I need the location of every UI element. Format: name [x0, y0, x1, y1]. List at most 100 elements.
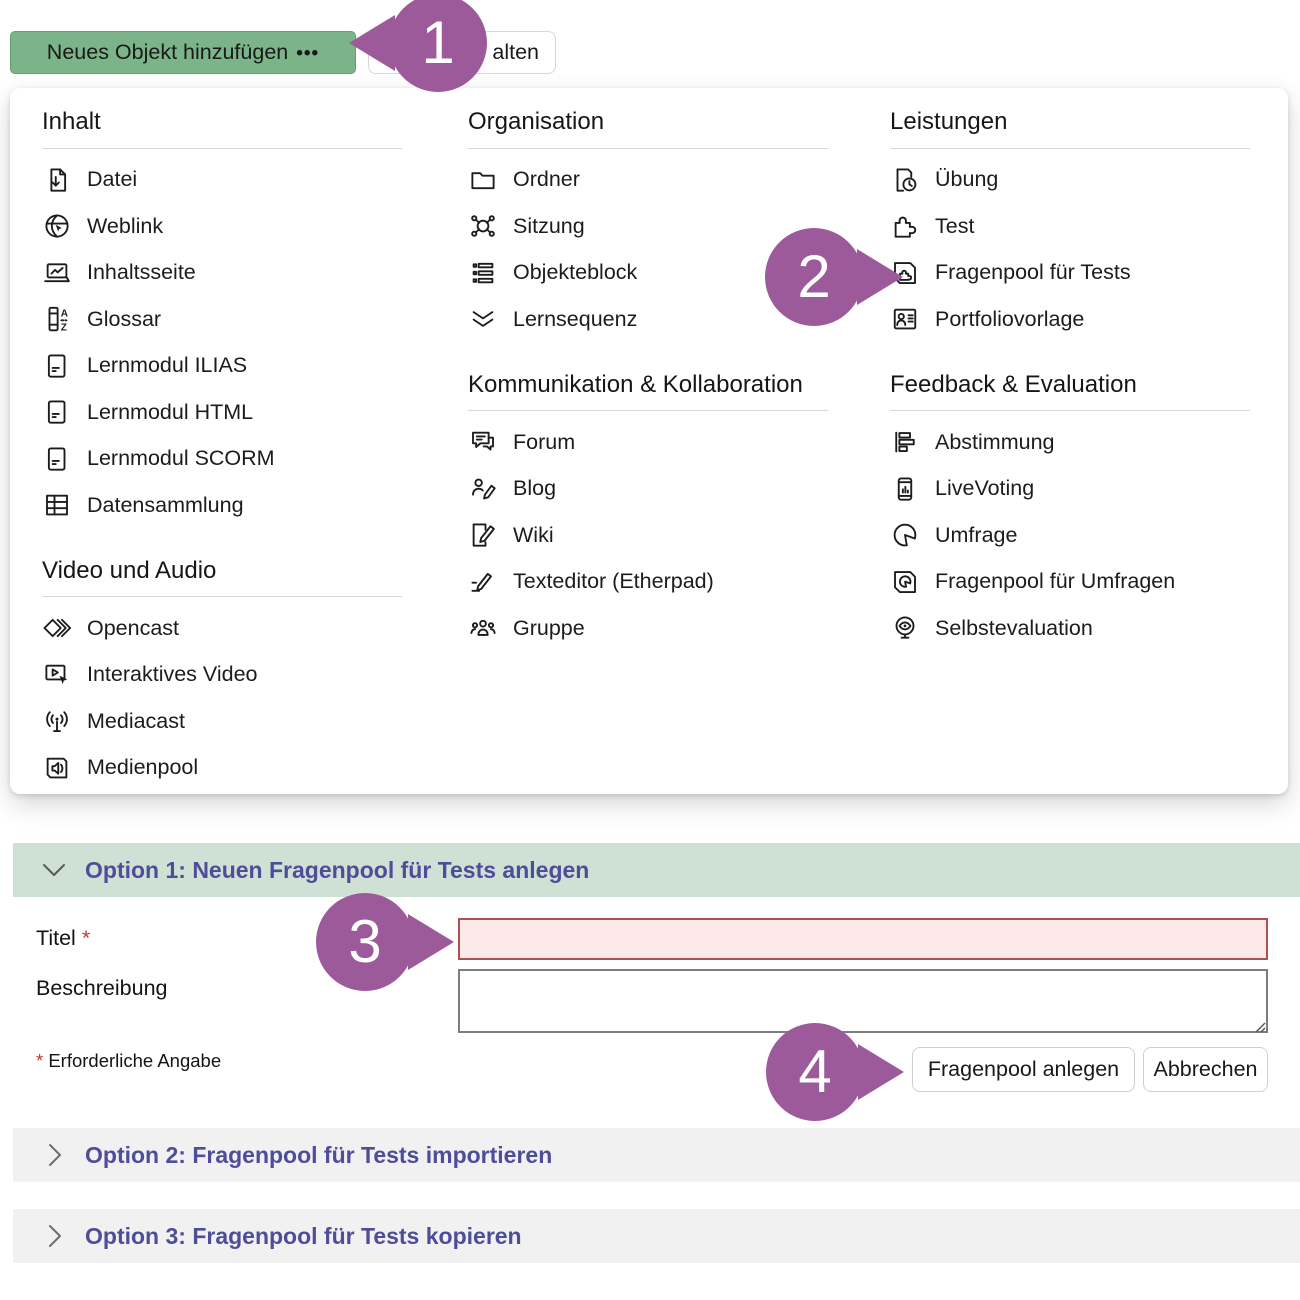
menu-item-label: Blog — [513, 476, 557, 501]
menu-item-weblink[interactable]: Weblink — [42, 203, 410, 250]
menu-section-title: Feedback & Evaluation — [890, 365, 1250, 412]
menu-item-interaktives-video[interactable]: Interaktives Video — [42, 652, 410, 699]
menu-item-abstimmung[interactable]: Abstimmung — [890, 419, 1258, 466]
object-block-icon — [468, 258, 498, 288]
chevron-right-icon — [41, 1142, 67, 1168]
menu-item-label: Objekteblock — [513, 260, 638, 285]
wiki-icon — [468, 520, 498, 550]
menu-item-wiki[interactable]: Wiki — [468, 512, 836, 559]
menu-item-lernmodul-ilias[interactable]: Lernmodul ILIAS — [42, 343, 410, 390]
accordion-option2-header[interactable]: Option 2: Fragenpool für Tests importier… — [13, 1128, 1300, 1182]
menu-item-label: Forum — [513, 429, 576, 454]
file-download-icon — [42, 165, 72, 195]
survey-icon — [890, 520, 920, 550]
learning-module-icon — [42, 444, 72, 474]
menu-item-livevoting[interactable]: LiveVoting — [890, 466, 1258, 513]
menu-item-label: Medienpool — [87, 755, 199, 780]
menu-item-opencast[interactable]: Opencast — [42, 605, 410, 652]
menu-item-datei[interactable]: Datei — [42, 157, 410, 204]
opencast-icon — [42, 613, 72, 643]
accordion-option1-header[interactable]: Option 1: Neuen Fragenpool für Tests anl… — [13, 843, 1300, 897]
menu-item-label: Umfrage — [935, 522, 1018, 547]
description-textarea[interactable] — [458, 969, 1268, 1033]
cancel-button[interactable]: Abbrechen — [1143, 1047, 1268, 1092]
group-icon — [468, 613, 498, 643]
menu-item-label: Texteditor (Etherpad) — [513, 569, 714, 594]
mediacast-icon — [42, 706, 72, 736]
menu-section-title: Leistungen — [890, 102, 1250, 149]
menu-item-texteditor-etherpad[interactable]: Texteditor (Etherpad) — [468, 559, 836, 606]
forum-icon — [468, 427, 498, 457]
data-table-icon — [42, 490, 72, 520]
menu-item-sitzung[interactable]: Sitzung — [468, 203, 836, 250]
menu-item-umfrage[interactable]: Umfrage — [890, 512, 1258, 559]
customize-page-label: alten — [492, 40, 539, 64]
title-input[interactable] — [458, 918, 1268, 960]
menu-item-blog[interactable]: Blog — [468, 466, 836, 513]
menu-item-label: Lernsequenz — [513, 306, 638, 331]
menu-item-lernmodul-scorm[interactable]: Lernmodul SCORM — [42, 436, 410, 483]
menu-item-label: Gruppe — [513, 615, 585, 640]
folder-icon — [468, 165, 498, 195]
menu-item-ordner[interactable]: Ordner — [468, 157, 836, 204]
menu-item-label: Fragenpool für Tests — [935, 260, 1131, 285]
menu-section-title: Kommunikation & Kollaboration — [468, 365, 828, 412]
annotation-marker-1: 1 — [349, 0, 487, 92]
menu-item-label: Test — [935, 213, 975, 238]
menu-item-forum[interactable]: Forum — [468, 419, 836, 466]
menu-item-lernmodul-html[interactable]: Lernmodul HTML — [42, 389, 410, 436]
add-new-object-button[interactable]: Neues Objekt hinzufügen ••• — [10, 31, 356, 74]
menu-item-label: Sitzung — [513, 213, 585, 238]
menu-item-fragenpool-für-tests[interactable]: Fragenpool für Tests — [890, 250, 1258, 297]
description-field-label: Beschreibung — [36, 976, 168, 1000]
learning-sequence-icon — [468, 304, 498, 334]
menu-item-fragenpool-für-umfragen[interactable]: Fragenpool für Umfragen — [890, 559, 1258, 606]
svg-text:A: A — [61, 309, 68, 320]
svg-text:Z: Z — [61, 323, 67, 334]
menu-item-mediacast[interactable]: Mediacast — [42, 698, 410, 745]
menu-item-gruppe[interactable]: Gruppe — [468, 605, 836, 652]
menu-item-selbstevaluation[interactable]: Selbstevaluation — [890, 605, 1258, 652]
accordion-option1-title: Option 1: Neuen Fragenpool für Tests anl… — [85, 856, 590, 883]
menu-item-label: Lernmodul HTML — [87, 399, 254, 424]
menu-section-title: Inhalt — [42, 102, 402, 149]
annotation-marker-2: 2 — [765, 228, 903, 326]
menu-item-datensammlung[interactable]: Datensammlung — [42, 482, 410, 529]
menu-item-übung[interactable]: Übung — [890, 157, 1258, 204]
menu-item-lernsequenz[interactable]: Lernsequenz — [468, 296, 836, 343]
portfolio-template-icon — [890, 304, 920, 334]
menu-item-label: Datei — [87, 167, 138, 192]
menu-item-label: Portfoliovorlage — [935, 306, 1085, 331]
create-question-pool-button[interactable]: Fragenpool anlegen — [912, 1047, 1135, 1092]
menu-item-label: Inhaltsseite — [87, 260, 196, 285]
menu-item-test[interactable]: Test — [890, 203, 1258, 250]
menu-item-label: Interaktives Video — [87, 662, 258, 687]
menu-item-portfoliovorlage[interactable]: Portfoliovorlage — [890, 296, 1258, 343]
menu-item-label: Weblink — [87, 213, 164, 238]
menu-item-medienpool[interactable]: Medienpool — [42, 745, 410, 792]
menu-item-label: Opencast — [87, 615, 180, 640]
menu-item-inhaltsseite[interactable]: Inhaltsseite — [42, 250, 410, 297]
required-field-note: * Erforderliche Angabe — [36, 1050, 222, 1071]
menu-item-label: Mediacast — [87, 708, 185, 733]
menu-item-objekteblock[interactable]: Objekteblock — [468, 250, 836, 297]
title-field-label: Titel * — [36, 926, 91, 950]
blog-icon — [468, 474, 498, 504]
ellipsis-icon: ••• — [296, 42, 320, 64]
menu-section-title: Video und Audio — [42, 551, 402, 598]
required-asterisk: * — [81, 926, 91, 950]
menu-item-label: Lernmodul SCORM — [87, 446, 275, 471]
accordion-option3-header[interactable]: Option 3: Fragenpool für Tests kopieren — [13, 1209, 1300, 1263]
menu-item-label: LiveVoting — [935, 476, 1035, 501]
menu-item-label: Wiki — [513, 522, 554, 547]
accordion-option3-title: Option 3: Fragenpool für Tests kopieren — [85, 1222, 522, 1249]
